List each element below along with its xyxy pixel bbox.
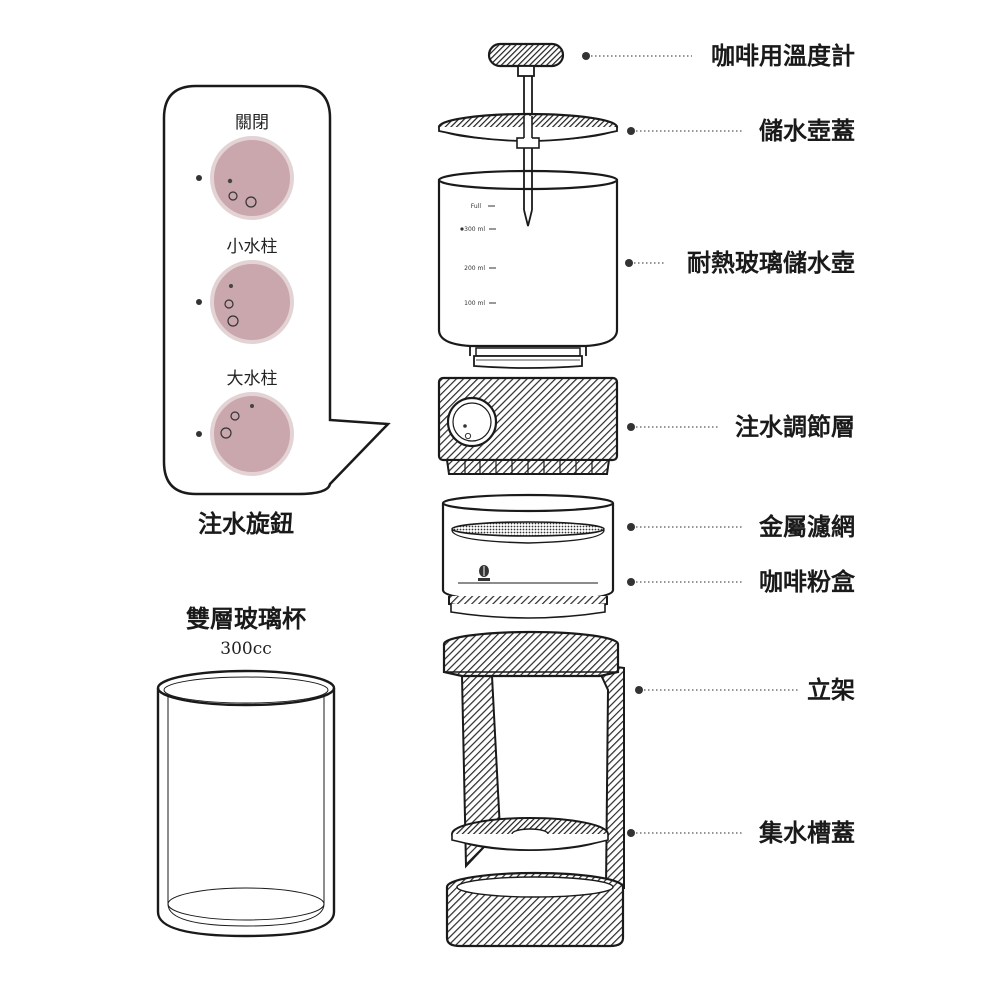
coffee-box [441,493,615,619]
knob-hole-icon [227,315,239,327]
drip-tray-lid [451,817,609,851]
knob-label-large: 大水柱 [227,369,278,389]
knob-label-off: 關閉 [235,113,269,133]
regulator-layer [437,376,619,475]
indicator-dot [196,431,202,437]
label-drip-tray-lid: 集水槽蓋 [758,818,855,847]
knob-label-small: 小水柱 [227,237,278,257]
knob-hole-icon [228,191,238,201]
leader-dots [582,52,643,837]
knob-small-icon [210,260,294,344]
indicator-dot [196,175,202,181]
label-thermometer: 咖啡用溫度計 [711,41,855,70]
scale-300: 300 ml [464,226,485,233]
knob-hole-icon [230,411,240,421]
leader-lines [587,55,800,834]
knob-hole-icon [220,427,232,439]
label-metal-filter: 金屬濾網 [758,512,855,541]
knob-dot-icon [250,404,254,408]
label-regulator: 注水調節層 [735,412,855,441]
knob-off-icon [210,136,294,220]
stand [442,630,625,889]
indicator-dot [196,299,202,305]
knob-hole-icon [245,196,257,208]
knob-dot-icon [229,284,233,288]
knob-hole-icon [224,299,234,309]
regulator-knob-icon[interactable] [446,396,498,448]
knob-caption: 注水旋鈕 [198,509,294,538]
stand-base [445,871,625,948]
label-tank-lid: 儲水壺蓋 [759,116,855,145]
cup-volume: 300cc [220,639,272,659]
glass-tank [437,169,619,369]
coffee-logo-icon [478,565,490,581]
scale-full: Full [471,203,482,210]
tank-lid [437,112,619,149]
knob-dot-icon [227,178,233,184]
metal-filter [451,521,605,537]
scale-marker-dot [460,227,464,231]
scale-200: 200 ml [464,265,485,272]
knob-callout: 關閉 小水柱 大水柱 [162,84,391,496]
double-wall-glass-cup [156,669,336,938]
label-coffee-box: 咖啡粉盒 [759,567,856,596]
label-glass-tank: 耐熱玻璃儲水壺 [687,248,855,277]
scale-100: 100 ml [464,300,485,307]
cup-title: 雙層玻璃杯 [186,604,306,633]
label-stand: 立架 [807,675,855,704]
tank-scale: Full 300 ml 200 ml 100 ml [460,203,496,307]
